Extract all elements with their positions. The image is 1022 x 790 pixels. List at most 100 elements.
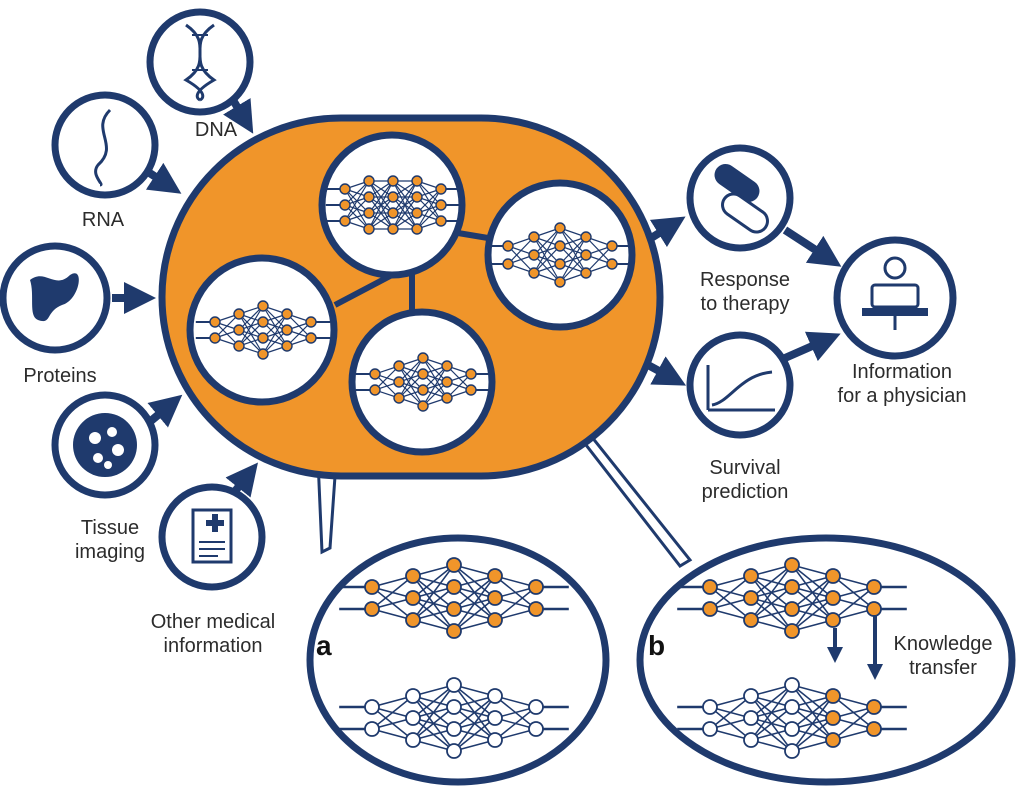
label-rna: RNA xyxy=(81,209,125,231)
network-node xyxy=(580,267,592,279)
network-node xyxy=(446,557,462,573)
network-node xyxy=(702,699,718,715)
network-node xyxy=(487,688,503,704)
network-node xyxy=(364,699,380,715)
network-node xyxy=(825,688,841,704)
network-node xyxy=(209,316,221,328)
network-node xyxy=(441,392,453,404)
network-node xyxy=(405,710,421,726)
network-node xyxy=(528,721,544,737)
network-node xyxy=(369,368,381,380)
protein-icon xyxy=(0,242,111,354)
network-node xyxy=(743,688,759,704)
network-node xyxy=(487,732,503,748)
network-4 xyxy=(355,352,491,412)
network-node xyxy=(257,332,269,344)
network-node xyxy=(417,352,429,364)
network-node xyxy=(825,568,841,584)
network-b-bottom xyxy=(677,677,907,759)
network-node xyxy=(702,579,718,595)
network-node xyxy=(502,258,514,270)
knowledge-transfer-arrows xyxy=(827,615,883,680)
network-circle-3 xyxy=(186,254,338,406)
network-node xyxy=(339,199,351,211)
network-1 xyxy=(325,175,461,235)
network-node xyxy=(487,568,503,584)
network-node xyxy=(387,223,399,235)
network-a-top xyxy=(339,557,569,639)
medical-document-icon xyxy=(158,483,266,591)
network-node xyxy=(446,677,462,693)
network-node xyxy=(487,590,503,606)
network-node xyxy=(554,240,566,252)
network-node xyxy=(784,677,800,693)
network-node xyxy=(257,348,269,360)
network-node xyxy=(209,332,221,344)
panel-a-label: a xyxy=(316,630,332,661)
knowledge-transfer-label: Knowledge transfer xyxy=(893,633,993,679)
network-node xyxy=(364,721,380,737)
network-node xyxy=(281,324,293,336)
network-node xyxy=(405,732,421,748)
network-circle-1 xyxy=(318,131,466,279)
network-node xyxy=(435,183,447,195)
network-node xyxy=(866,699,882,715)
network-2 xyxy=(487,222,633,288)
network-node xyxy=(405,688,421,704)
network-node xyxy=(743,612,759,628)
network-node xyxy=(435,199,447,211)
label-survival: Survival prediction xyxy=(701,457,789,503)
network-node xyxy=(281,308,293,320)
label-proteins: Proteins xyxy=(23,365,97,387)
network-node xyxy=(393,392,405,404)
survival-curve-icon xyxy=(686,331,794,439)
network-node xyxy=(743,568,759,584)
network-node xyxy=(446,699,462,715)
network-node xyxy=(825,710,841,726)
label-other: Other medical information xyxy=(150,611,276,657)
network-node xyxy=(441,376,453,388)
network-node xyxy=(825,732,841,748)
network-node xyxy=(825,612,841,628)
network-node xyxy=(364,601,380,617)
network-node xyxy=(281,340,293,352)
network-node xyxy=(606,258,618,270)
network-node xyxy=(502,240,514,252)
network-node xyxy=(580,249,592,261)
network-node xyxy=(528,231,540,243)
network-node xyxy=(387,175,399,187)
network-node xyxy=(784,623,800,639)
network-node xyxy=(743,732,759,748)
network-node xyxy=(528,249,540,261)
network-node xyxy=(411,191,423,203)
network-node xyxy=(257,316,269,328)
network-node xyxy=(784,699,800,715)
network-node xyxy=(446,743,462,759)
network-node xyxy=(487,612,503,628)
label-physician: Information for a physician xyxy=(837,361,967,407)
network-node xyxy=(233,308,245,320)
network-node xyxy=(387,207,399,219)
network-node xyxy=(339,215,351,227)
network-node xyxy=(784,721,800,737)
network-node xyxy=(825,590,841,606)
network-node xyxy=(411,207,423,219)
network-node xyxy=(405,612,421,628)
network-node xyxy=(441,360,453,372)
network-node xyxy=(528,267,540,279)
rna-icon xyxy=(51,91,159,199)
network-node xyxy=(580,231,592,243)
network-node xyxy=(305,316,317,328)
network-node xyxy=(446,601,462,617)
network-node xyxy=(363,207,375,219)
network-node xyxy=(606,240,618,252)
network-node xyxy=(446,721,462,737)
network-node xyxy=(417,368,429,380)
network-node xyxy=(305,332,317,344)
network-node xyxy=(363,191,375,203)
network-node xyxy=(363,175,375,187)
network-node xyxy=(866,601,882,617)
network-node xyxy=(702,721,718,737)
network-node xyxy=(233,340,245,352)
network-node xyxy=(446,623,462,639)
